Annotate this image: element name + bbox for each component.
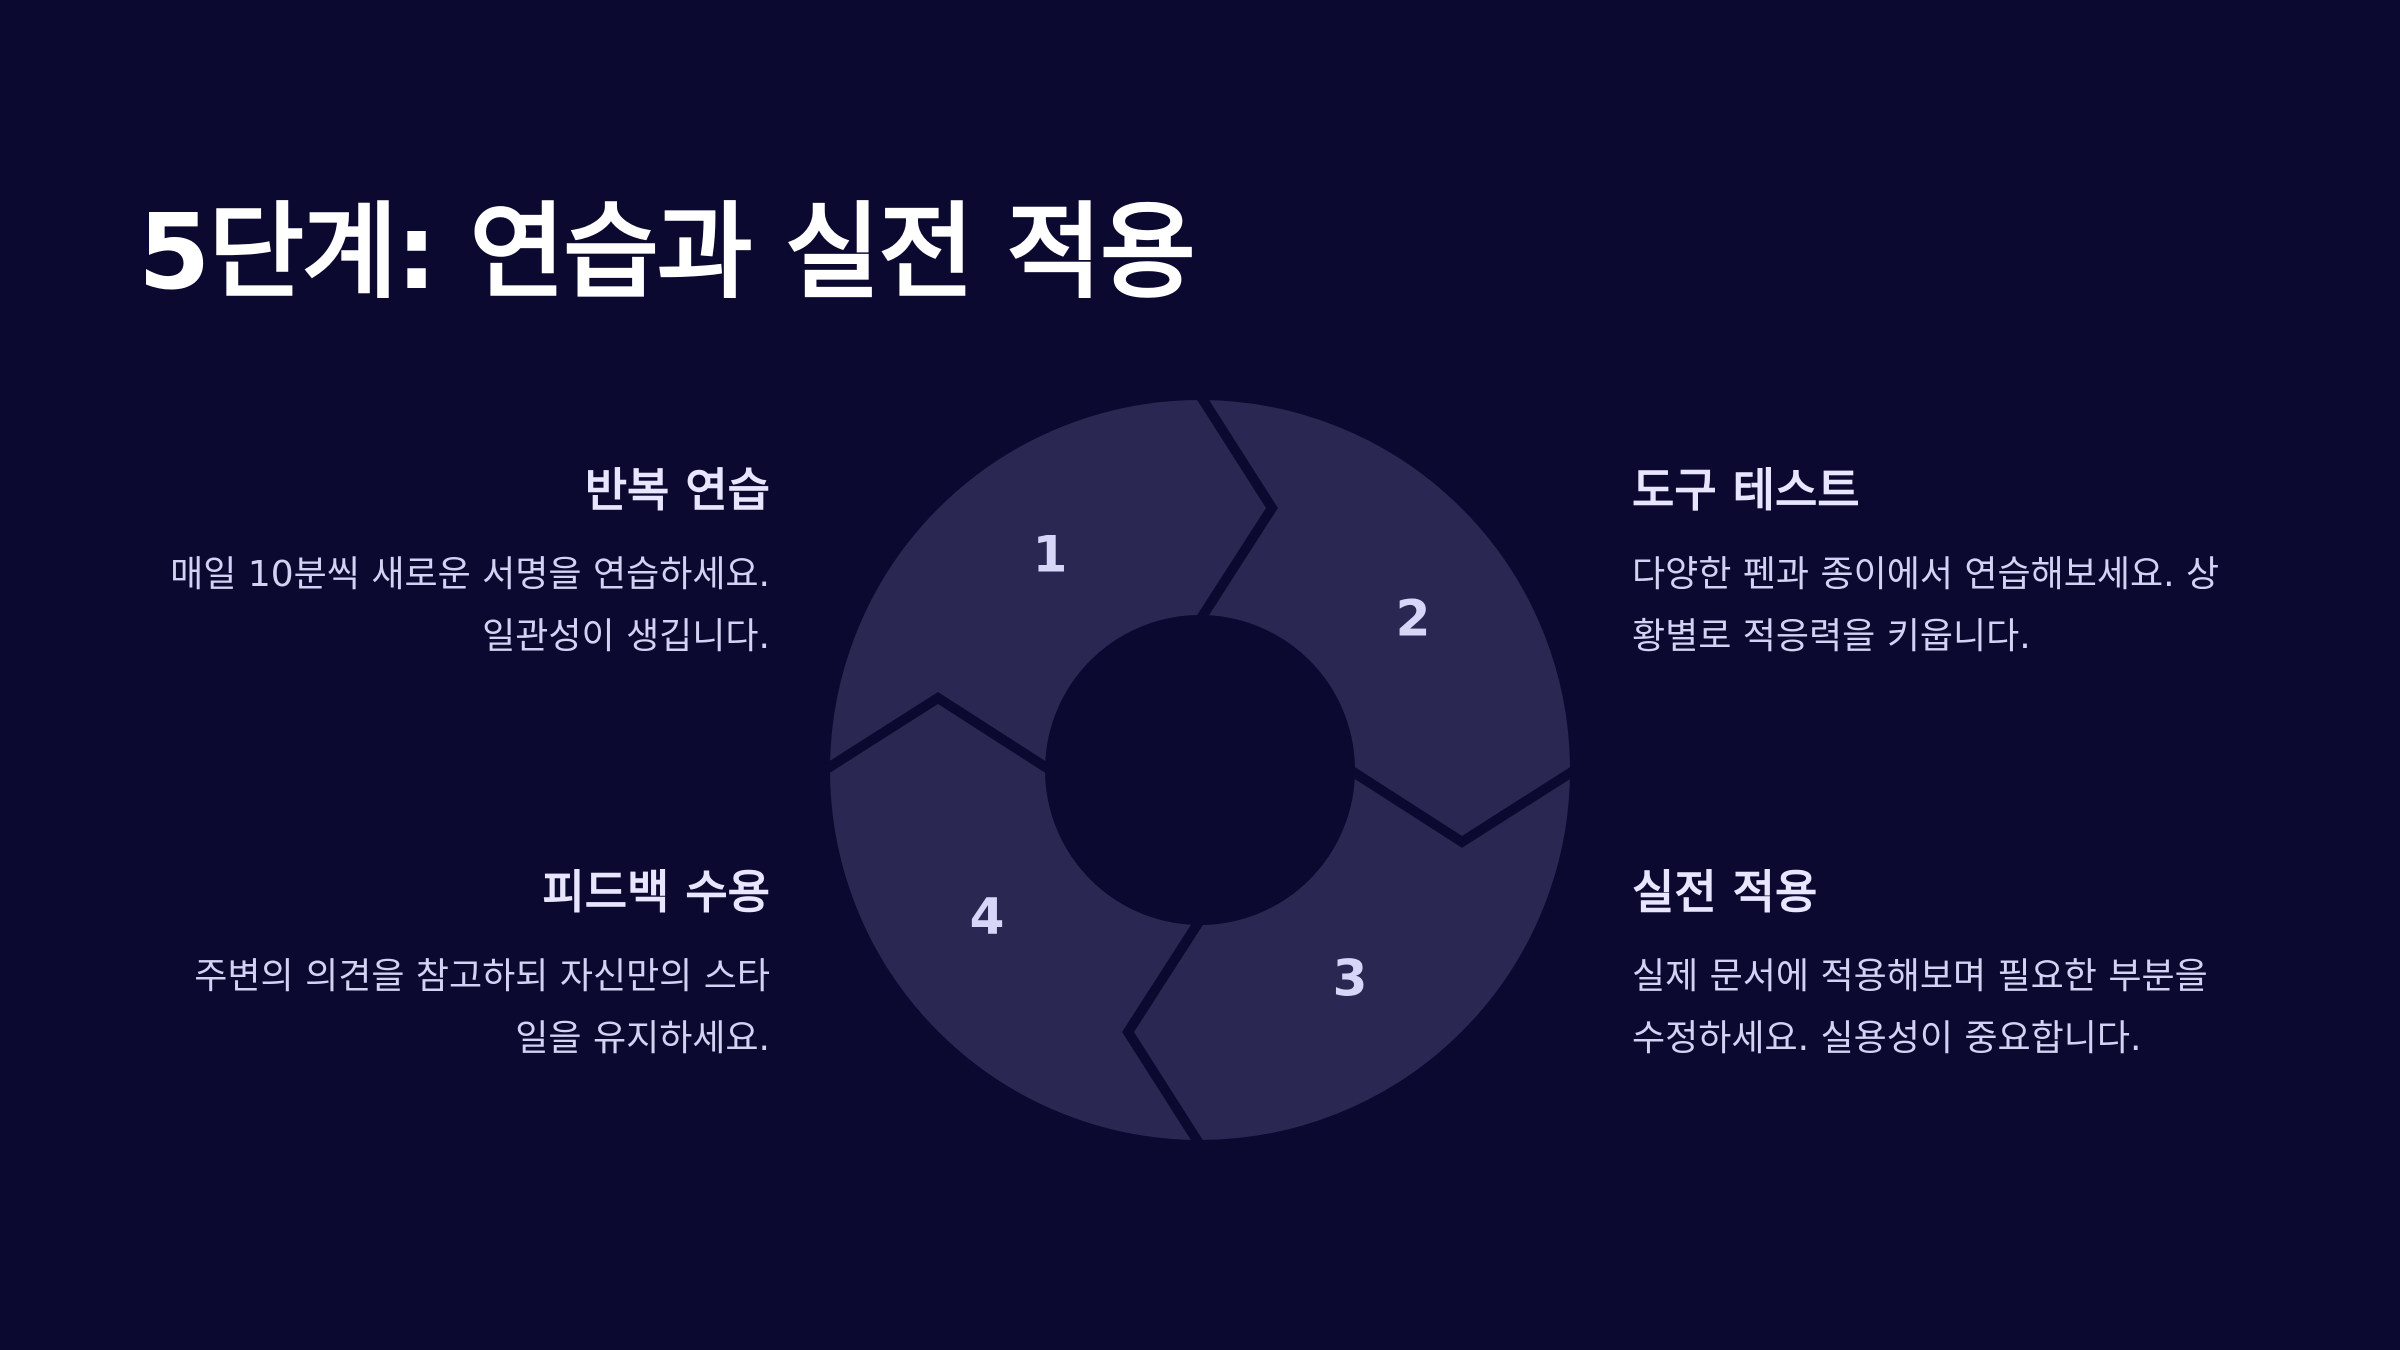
- page-title: 5단계: 연습과 실전 적용: [138, 191, 1196, 313]
- step-2-description: 다양한 펜과 종이에서 연습해보세요. 상 황별로 적응력을 키웁니다.: [1632, 544, 2272, 668]
- step-1-title: 반복 연습: [584, 463, 770, 517]
- step-1-block: 반복 연습 매일 10분씩 새로운 서명을 연습하세요. 일관성이 생깁니다.: [130, 462, 770, 668]
- step-2-block: 도구 테스트 다양한 펜과 종이에서 연습해보세요. 상 황별로 적응력을 키웁…: [1632, 462, 2272, 668]
- step-number-2: 2: [1396, 590, 1431, 648]
- cycle-diagram: 1 2 3 4: [820, 390, 1580, 1150]
- cycle-segment-2: [1190, 390, 1580, 848]
- step-4-desc-line-1: 주변의 의견을 참고하되 자신만의 스타: [194, 955, 770, 997]
- cycle-segment-1: [820, 390, 1278, 780]
- step-1-description: 매일 10분씩 새로운 서명을 연습하세요. 일관성이 생깁니다.: [130, 544, 770, 668]
- cycle-center: [1054, 624, 1346, 916]
- step-2-desc-line-1: 다양한 펜과 종이에서 연습해보세요. 상: [1632, 553, 2220, 595]
- step-number-4: 4: [970, 888, 1005, 946]
- cycle-segment-4: [820, 692, 1210, 1150]
- step-1-desc-line-2: 일관성이 생깁니다.: [482, 615, 770, 657]
- step-3-block: 실전 적용 실제 문서에 적용해보며 필요한 부분을 수정하세요. 실용성이 중…: [1632, 864, 2272, 1070]
- step-2-desc-line-2: 황별로 적응력을 키웁니다.: [1632, 615, 2031, 657]
- step-4-description: 주변의 의견을 참고하되 자신만의 스타 일을 유지하세요.: [130, 946, 770, 1070]
- step-4-block: 피드백 수용 주변의 의견을 참고하되 자신만의 스타 일을 유지하세요.: [130, 864, 770, 1070]
- step-4-desc-line-2: 일을 유지하세요.: [515, 1017, 770, 1059]
- step-number-1: 1: [1033, 526, 1068, 584]
- step-3-desc-line-1: 실제 문서에 적용해보며 필요한 부분을: [1632, 955, 2208, 997]
- step-4-title: 피드백 수용: [542, 865, 770, 919]
- step-1-desc-line-1: 매일 10분씩 새로운 서명을 연습하세요.: [170, 553, 770, 595]
- step-2-title: 도구 테스트: [1632, 463, 1860, 517]
- step-number-3: 3: [1333, 950, 1368, 1008]
- step-3-description: 실제 문서에 적용해보며 필요한 부분을 수정하세요. 실용성이 중요합니다.: [1632, 946, 2272, 1070]
- cycle-segment-3: [1122, 760, 1580, 1150]
- step-3-desc-line-2: 수정하세요. 실용성이 중요합니다.: [1632, 1017, 2142, 1059]
- step-3-title: 실전 적용: [1632, 865, 1818, 919]
